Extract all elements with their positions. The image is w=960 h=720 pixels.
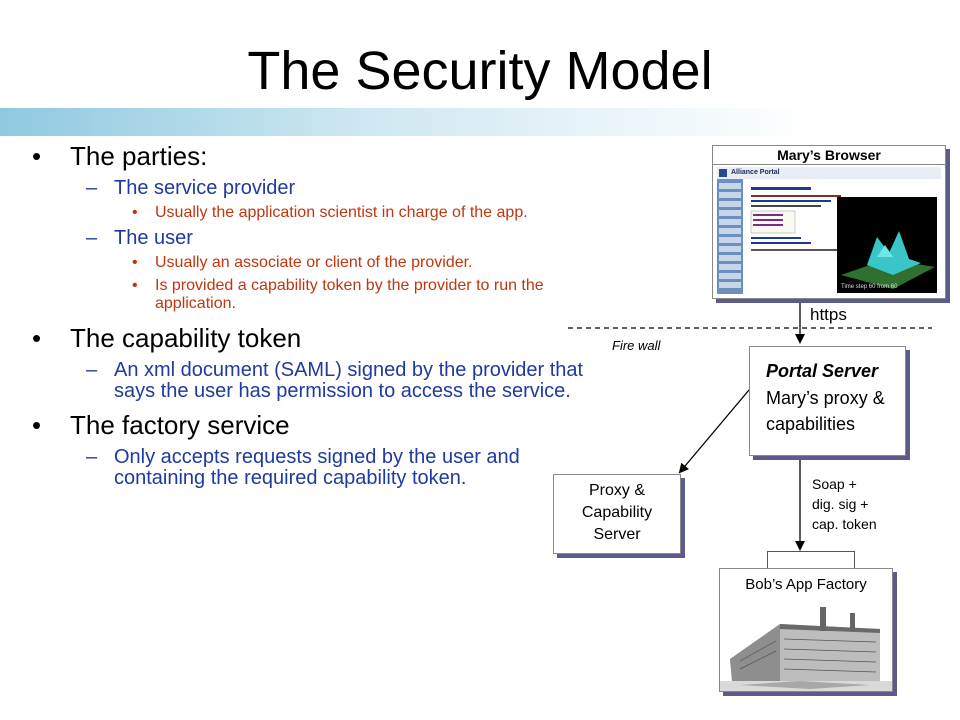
proxy-capability-server-box: Proxy & Capability Server — [553, 474, 681, 554]
portal-server-text: Mary’s proxy & capabilities — [766, 385, 885, 437]
soap-label: Soap + dig. sig + cap. token — [812, 474, 877, 534]
proxy-server-text: Proxy & Capability Server — [554, 480, 680, 546]
note-user-1: Usually an associate or client of the pr… — [28, 254, 608, 272]
bullet-capability-token: The capability token — [28, 323, 608, 354]
title-band — [0, 108, 815, 136]
sub-bullet-capability-desc: An xml document (SAML) signed by the pro… — [28, 360, 608, 402]
proxy-server-line-2: Capability — [581, 504, 653, 521]
bullet-factory-service: The factory service — [28, 410, 608, 441]
arrow-portal-to-proxy — [678, 389, 750, 474]
slide-title: The Security Model — [247, 41, 713, 101]
browser-title: Mary’s Browser — [713, 146, 945, 165]
factory-building-illustration — [720, 607, 892, 691]
portal-screenshot-caption: Time step 60 from 60 — [841, 284, 898, 290]
portal-server-line-1: Mary’s proxy & — [766, 388, 885, 408]
firewall-label: Fire wall — [612, 338, 661, 353]
marys-browser-window: Mary’s Browser — [712, 145, 946, 299]
bullet-list: The parties: The service provider Usuall… — [28, 135, 608, 489]
portal-screenshot: Alliance Portal Time step 60 from 60 — [717, 167, 941, 294]
sub-bullet-factory-desc: Only accepts requests signed by the user… — [28, 447, 608, 489]
bullet-parties: The parties: — [28, 141, 608, 172]
soap-label-line-2: dig. sig + — [812, 496, 869, 512]
soap-label-line-3: cap. token — [812, 516, 877, 532]
sub-bullet-user: The user — [28, 228, 608, 250]
proxy-server-line-1: Proxy & — [588, 482, 645, 499]
portal-screenshot-title: Alliance Portal — [731, 169, 780, 176]
portal-server-box: Portal Server Mary’s proxy & capabilitie… — [749, 346, 906, 456]
note-service-provider: Usually the application scientist in cha… — [28, 204, 608, 222]
factory-title: Bob’s App Factory — [745, 576, 867, 593]
portal-screenshot-graphic — [717, 167, 941, 294]
bobs-app-factory-box: Bob’s App Factory — [719, 568, 893, 692]
portal-server-title: Portal Server — [766, 361, 879, 381]
sub-bullet-service-provider: The service provider — [28, 178, 608, 200]
portal-server-line-2: capabilities — [766, 414, 856, 434]
note-user-2: Is provided a capability token by the pr… — [28, 277, 608, 313]
https-label: https — [810, 305, 847, 324]
soap-label-line-1: Soap + — [812, 476, 857, 492]
proxy-server-line-3: Server — [593, 526, 641, 543]
